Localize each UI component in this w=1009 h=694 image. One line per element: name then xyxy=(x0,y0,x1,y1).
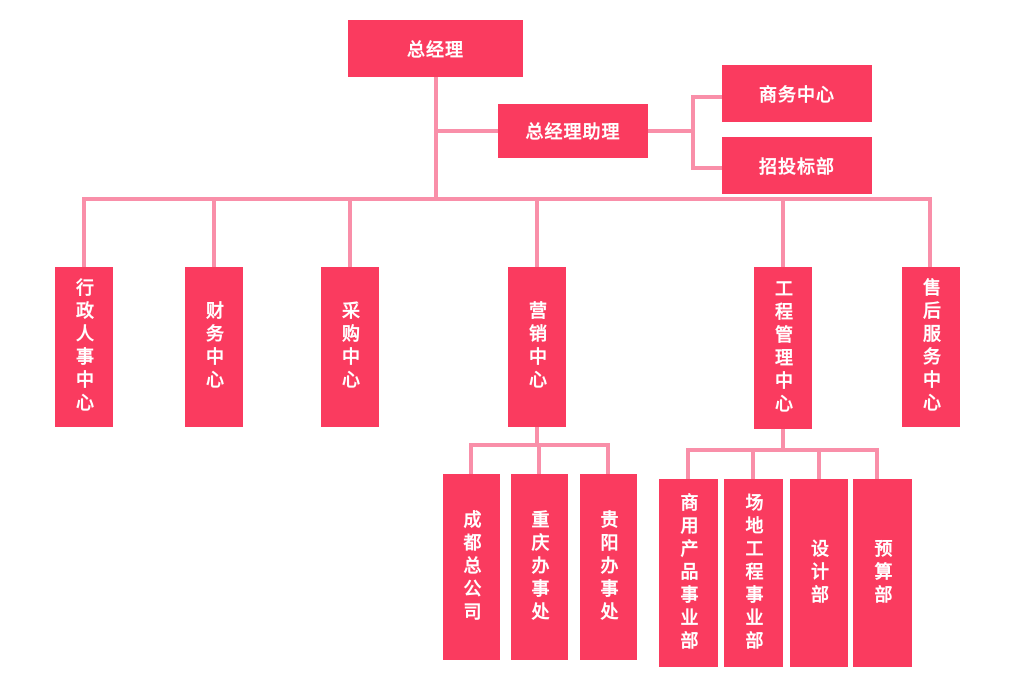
connector-engineering-bus xyxy=(686,448,879,452)
connector-drop-budget xyxy=(875,452,879,479)
node-guiyang-office: 贵阳办事处 xyxy=(580,474,637,660)
connector-level2-bus xyxy=(82,197,932,201)
connector-drop-procurement xyxy=(348,197,352,267)
connector-drop-chengdu xyxy=(469,447,473,474)
node-marketing-center: 营销中心 xyxy=(508,267,566,427)
connector-drop-design xyxy=(817,452,821,479)
connector-root-trunk xyxy=(434,77,438,201)
connector-bracket-top-stub xyxy=(695,95,722,99)
connector-drop-marketing xyxy=(535,197,539,267)
connector-drop-guiyang xyxy=(606,447,610,474)
node-engineering-mgmt-center: 工程管理中心 xyxy=(754,267,812,429)
node-commercial-products-div: 商用产品事业部 xyxy=(659,479,718,667)
connector-bracket-bottom-stub xyxy=(695,166,722,170)
connector-drop-after-sales xyxy=(928,197,932,267)
connector-marketing-bus xyxy=(469,443,610,447)
node-site-engineering-div: 场地工程事业部 xyxy=(724,479,783,667)
node-after-sales-center: 售后服务中心 xyxy=(902,267,960,427)
connector-marketing-stem xyxy=(535,427,539,447)
node-bidding-dept: 招投标部 xyxy=(722,137,872,194)
node-chongqing-office: 重庆办事处 xyxy=(511,474,568,660)
connector-drop-commercial-products xyxy=(686,452,690,479)
connector-drop-site-engineering xyxy=(751,452,755,479)
connector-assistant-bracket xyxy=(691,95,695,170)
node-general-manager: 总经理 xyxy=(348,20,523,77)
node-design-dept: 设计部 xyxy=(790,479,848,667)
node-business-center: 商务中心 xyxy=(722,65,872,122)
node-finance-center: 财务中心 xyxy=(185,267,243,427)
node-admin-hr-center: 行政人事中心 xyxy=(55,267,113,427)
connector-assistant-right xyxy=(648,129,695,133)
node-gm-assistant: 总经理助理 xyxy=(498,104,648,158)
connector-assistant-left xyxy=(438,129,498,133)
connector-drop-finance xyxy=(212,197,216,267)
connector-drop-engineering xyxy=(781,197,785,267)
node-chengdu-head-office: 成都总公司 xyxy=(443,474,500,660)
connector-drop-chongqing xyxy=(537,447,541,474)
connector-engineering-stem xyxy=(781,429,785,452)
node-budget-dept: 预算部 xyxy=(853,479,912,667)
node-procurement-center: 采购中心 xyxy=(321,267,379,427)
connector-drop-admin-hr xyxy=(82,197,86,267)
